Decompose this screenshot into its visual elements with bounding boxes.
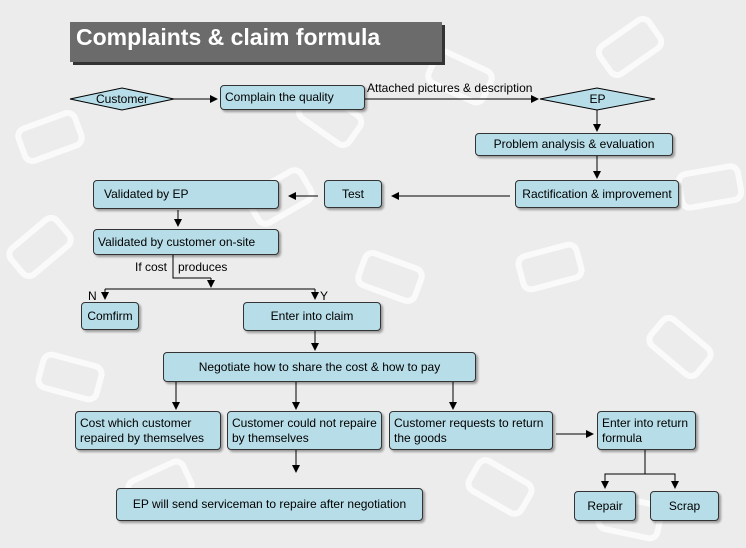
complain-quality-box: Complain the quality — [220, 85, 365, 110]
ep-node: EP — [589, 92, 606, 106]
comfirm-box: Comfirm — [81, 302, 139, 330]
arrow-return-to-scrap — [645, 473, 679, 489]
page-title: Complaints & claim formula — [70, 22, 442, 62]
ratification-box: Ractification & improvement — [515, 180, 679, 208]
connector-if-cost — [172, 255, 211, 279]
arrow-return-to-repair — [601, 473, 645, 489]
negotiate-box: Negotiate how to share the cost & how to… — [163, 352, 476, 382]
if-cost-label: If cost — [135, 260, 168, 274]
ep-serviceman-box: EP will send serviceman to repaire after… — [116, 488, 423, 521]
no-label: N — [88, 289, 97, 303]
enter-claim-box: Enter into claim — [243, 302, 381, 331]
enter-return-box: Enter into return formula — [597, 411, 696, 450]
yes-label: Y — [320, 289, 329, 303]
scrap-box: Scrap — [650, 491, 719, 521]
customer-could-not-box: Customer could not repaire by themselves — [227, 411, 382, 450]
ep-diamond — [539, 87, 656, 111]
customer-requests-box: Customer requests to return the goods — [389, 411, 553, 450]
repair-box: Repair — [574, 491, 636, 521]
customer-node: Customer — [95, 92, 148, 106]
test-box: Test — [324, 180, 382, 208]
validated-ep-box: Validated by EP — [93, 180, 279, 209]
attached-label: Attached pictures & description — [367, 81, 533, 95]
customer-diamond — [69, 87, 175, 111]
problem-analysis-box: Problem analysis & evaluation — [475, 133, 673, 156]
cost-customer-box: Cost which customer repaired by themselv… — [75, 411, 221, 450]
validated-customer-box: Validated by customer on-site — [93, 229, 279, 255]
produces-label: produces — [178, 260, 228, 274]
